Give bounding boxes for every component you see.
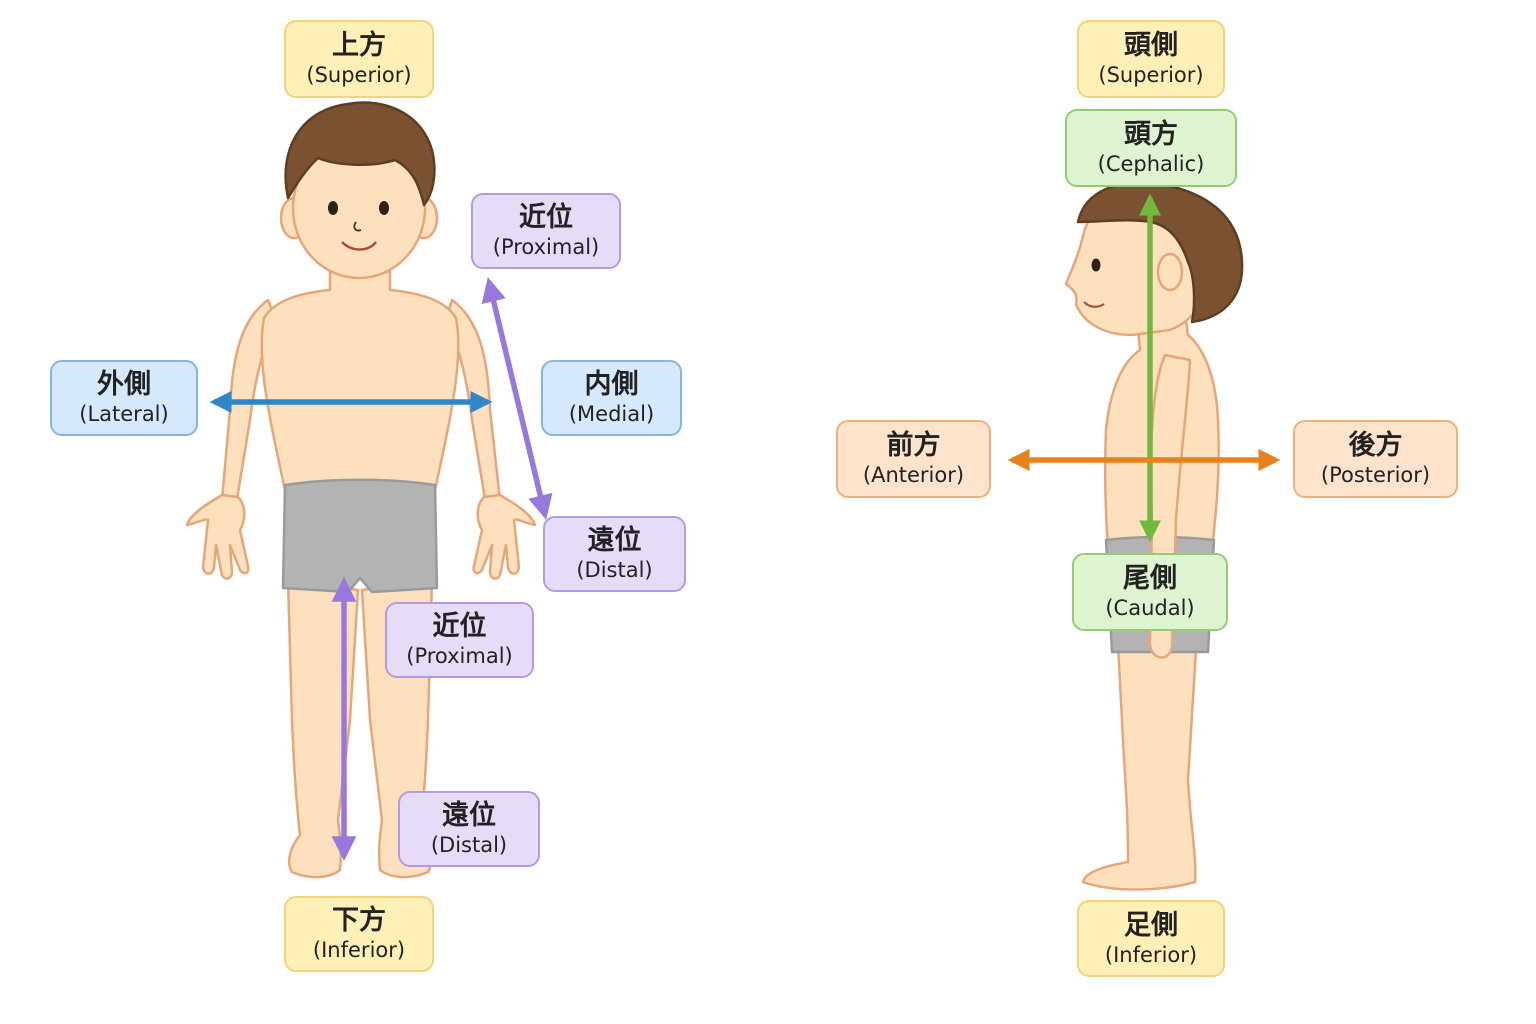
front-torso bbox=[260, 270, 460, 492]
medial-en: (Medial) bbox=[568, 402, 655, 426]
anterior-en: (Anterior) bbox=[862, 463, 965, 487]
lateral-en: (Lateral) bbox=[79, 402, 169, 426]
leg-proximal-jp: 近位 bbox=[432, 611, 487, 642]
arm-proximal-label: 近位 (Proximal) bbox=[471, 193, 621, 269]
front-inferior-jp: 下方 bbox=[332, 905, 386, 936]
cephalic-label: 頭方 (Cephalic) bbox=[1065, 109, 1237, 187]
front-mouth bbox=[341, 241, 377, 251]
front-inferior-label: 下方 (Inferior) bbox=[284, 896, 434, 972]
side-inferior-jp: 足側 bbox=[1124, 909, 1178, 941]
leg-proximal-en: (Proximal) bbox=[406, 644, 513, 668]
arm-proximal-jp: 近位 bbox=[519, 202, 573, 233]
caudal-jp: 尾側 bbox=[1123, 563, 1177, 594]
front-nose bbox=[353, 221, 362, 232]
side-figure bbox=[1064, 181, 1244, 891]
medial-jp: 内側 bbox=[584, 369, 639, 400]
lateral-jp: 外側 bbox=[97, 369, 151, 400]
front-right-leg bbox=[286, 578, 360, 879]
front-right-hand bbox=[185, 493, 250, 580]
cephalic-jp: 頭方 bbox=[1124, 119, 1178, 150]
arm-distal-label: 遠位 (Distal) bbox=[543, 516, 686, 592]
front-hair bbox=[284, 101, 436, 207]
side-inferior-label: 足側 (Inferior) bbox=[1077, 900, 1225, 977]
front-superior-en: (Superior) bbox=[306, 63, 412, 87]
side-mouth bbox=[1083, 301, 1105, 308]
side-inferior-en: (Inferior) bbox=[1104, 942, 1198, 967]
anterior-jp: 前方 bbox=[886, 430, 941, 461]
arm-distal-en: (Distal) bbox=[576, 558, 653, 582]
front-inferior-en: (Inferior) bbox=[312, 938, 406, 962]
leg-distal-en: (Distal) bbox=[430, 833, 508, 857]
side-leg bbox=[1081, 643, 1198, 891]
posterior-jp: 後方 bbox=[1348, 430, 1403, 461]
leg-proximal-label: 近位 (Proximal) bbox=[385, 602, 534, 678]
arm-distal-jp: 遠位 bbox=[587, 525, 642, 556]
front-left-hand bbox=[472, 493, 537, 580]
side-superior-label: 頭側 (Superior) bbox=[1077, 20, 1225, 98]
cephalic-en: (Cephalic) bbox=[1097, 152, 1205, 176]
caudal-en: (Caudal) bbox=[1105, 596, 1195, 620]
front-briefs bbox=[281, 478, 439, 594]
posterior-en: (Posterior) bbox=[1320, 463, 1431, 487]
front-eye-right bbox=[328, 201, 338, 215]
side-ear bbox=[1156, 252, 1184, 292]
arm-proximal-distal-arrow bbox=[481, 277, 553, 520]
leg-distal-label: 遠位 (Distal) bbox=[398, 791, 540, 867]
front-superior-label: 上方 (Superior) bbox=[284, 20, 434, 98]
medial-label: 内側 (Medial) bbox=[541, 360, 682, 436]
anterior-label: 前方 (Anterior) bbox=[836, 420, 991, 498]
caudal-label: 尾側 (Caudal) bbox=[1072, 553, 1228, 631]
leg-distal-jp: 遠位 bbox=[442, 800, 496, 831]
side-superior-jp: 頭側 bbox=[1124, 30, 1178, 61]
arm-proximal-en: (Proximal) bbox=[492, 235, 600, 259]
front-superior-jp: 上方 bbox=[332, 30, 386, 61]
lateral-label: 外側 (Lateral) bbox=[50, 360, 198, 436]
side-eye bbox=[1091, 258, 1101, 272]
side-superior-en: (Superior) bbox=[1098, 63, 1204, 87]
front-eye-left bbox=[379, 201, 389, 215]
front-face-features bbox=[328, 201, 389, 251]
posterior-label: 後方 (Posterior) bbox=[1293, 420, 1458, 498]
